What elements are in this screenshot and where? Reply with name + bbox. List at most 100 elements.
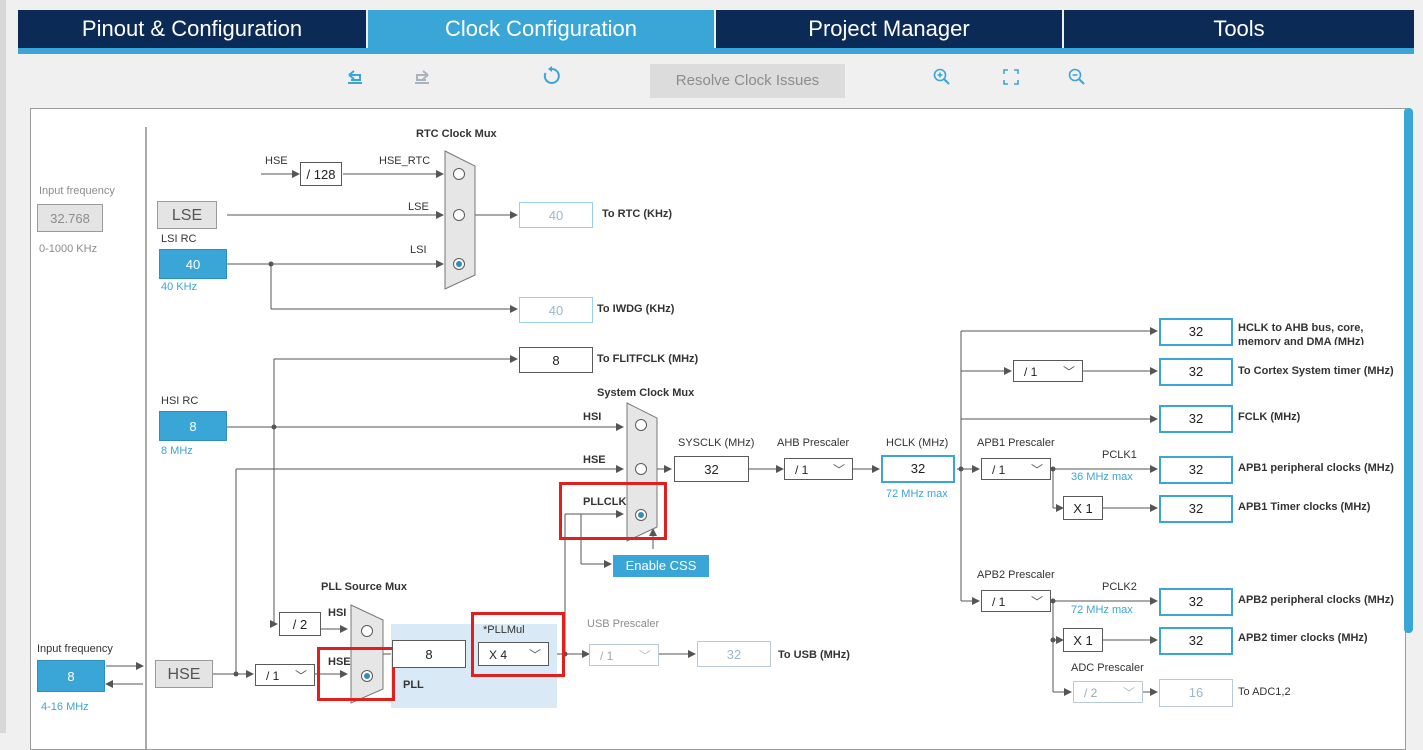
zoom-out-icon[interactable]	[1062, 64, 1092, 98]
lse-input-frequency-field[interactable]: 32.768	[37, 204, 103, 232]
rtc-hse-divider: / 128	[300, 162, 342, 186]
chevron-down-icon: ﹀	[1030, 595, 1043, 609]
rtc-output-label: To RTC (KHz)	[602, 208, 673, 220]
lse-oscillator: LSE	[157, 201, 217, 229]
cortex-timer-value[interactable]: 32	[1159, 358, 1233, 386]
lsi-rc-title: LSI RC	[161, 233, 197, 245]
rtc-mux-hse-label: HSE	[265, 155, 288, 167]
apb2-timer-multiplier: X 1	[1063, 628, 1103, 652]
pll-mul-select[interactable]: X 4﹀	[478, 642, 549, 666]
hsi-rc-value: 8	[159, 411, 227, 441]
hclk-label: HCLK (MHz)	[886, 437, 949, 449]
system-clock-mux-title: System Clock Mux	[597, 387, 695, 399]
rtc-mux-lse-radio[interactable]	[453, 209, 465, 221]
hse-input-range: 4-16 MHz	[41, 701, 89, 713]
apb2-timer-clock-label: APB2 timer clocks (MHz)	[1238, 632, 1368, 644]
rtc-mux-lse-label: LSE	[408, 201, 429, 213]
refresh-icon[interactable]	[537, 64, 567, 98]
pll-mux-hse-label: HSE	[328, 656, 351, 668]
pll-mux-hse-radio[interactable]	[361, 670, 373, 682]
tab-tools[interactable]: Tools	[1064, 10, 1414, 48]
cortex-timer-divider-value: / 1	[1024, 365, 1038, 379]
hse-input-frequency-field[interactable]: 8	[37, 660, 105, 692]
pclk1-label: PCLK1	[1102, 449, 1137, 461]
apb1-peripheral-clock-label: APB1 peripheral clocks (MHz)	[1238, 462, 1394, 474]
hsi-rc-unit: 8 MHz	[161, 445, 193, 457]
undo-icon[interactable]	[340, 64, 370, 98]
pll-hsi-divider: / 2	[279, 612, 321, 636]
apb2-prescaler-label: APB2 Prescaler	[977, 569, 1055, 581]
cortex-timer-divider-select[interactable]: / 1 ﹀	[1013, 360, 1083, 382]
usb-prescaler-select[interactable]: / 1﹀	[589, 644, 659, 666]
rtc-mux-hse-radio[interactable]	[453, 168, 465, 180]
usb-output-label: To USB (MHz)	[778, 649, 850, 661]
zoom-in-icon[interactable]	[927, 64, 957, 98]
pclk2-max: 72 MHz max	[1071, 604, 1133, 616]
pll-mul-label: *PLLMul	[483, 624, 525, 636]
resolve-clock-issues-button[interactable]: Resolve Clock Issues	[650, 64, 845, 98]
lsi-rc-value: 40	[159, 249, 227, 279]
sys-mux-hsi-radio[interactable]	[635, 419, 647, 431]
tab-project-manager[interactable]: Project Manager	[716, 10, 1062, 48]
apb1-timer-clock-value[interactable]: 32	[1159, 495, 1233, 523]
apb2-timer-clock-value[interactable]: 32	[1159, 627, 1233, 655]
hse-prediv-value: / 1	[266, 669, 280, 683]
pll-mux-hsi-label: HSI	[328, 607, 347, 619]
adc-prescaler-select[interactable]: / 2 ﹀	[1073, 681, 1143, 703]
pclk2-label: PCLK2	[1102, 581, 1137, 593]
apb1-prescaler-select[interactable]: / 1 ﹀	[981, 458, 1051, 480]
clock-tree-canvas: Input frequency 32.768 0-1000 KHz LSE LS…	[30, 108, 1406, 750]
ahb-prescaler-label: AHB Prescaler	[777, 437, 850, 449]
adc-output-label: To ADC1,2	[1238, 686, 1291, 698]
ahb-bus-clock-value[interactable]: 32	[1159, 318, 1233, 346]
pll-source-mux-title: PLL Source Mux	[321, 581, 407, 593]
tab-clock-configuration[interactable]: Clock Configuration	[368, 10, 714, 48]
sys-mux-hse-radio[interactable]	[635, 463, 647, 475]
fclk-label: FCLK (MHz)	[1238, 411, 1301, 423]
pll-mul-value: X 4	[489, 648, 508, 662]
redo-icon[interactable]	[407, 64, 437, 98]
sys-mux-pllclk-radio[interactable]	[635, 509, 647, 521]
highlight-sys-mux-pllclk	[559, 482, 667, 540]
apb1-prescaler-value: / 1	[992, 463, 1006, 477]
sys-mux-pllclk-label: PLLCLK	[583, 496, 627, 508]
apb2-peripheral-clock-value[interactable]: 32	[1159, 588, 1233, 616]
vertical-scrollbar[interactable]	[1404, 108, 1413, 633]
hclk-value-field[interactable]: 32	[881, 455, 955, 483]
cortex-timer-label: To Cortex System timer (MHz)	[1238, 365, 1394, 377]
chevron-down-icon: ﹀	[832, 463, 845, 477]
chevron-down-icon: ﹀	[1122, 686, 1135, 700]
adc-output-value: 16	[1159, 679, 1233, 707]
rtc-mux-lsi-radio[interactable]	[453, 258, 465, 270]
lsi-rc-unit: 40 KHz	[161, 281, 198, 293]
chevron-down-icon: ﹀	[1030, 463, 1043, 477]
apb2-prescaler-select[interactable]: / 1﹀	[981, 590, 1051, 612]
clock-tree-wires	[105, 127, 1158, 749]
hclk-max: 72 MHz max	[886, 488, 948, 500]
pll-input-value: 8	[392, 640, 466, 668]
adc-prescaler-value: / 2	[1084, 686, 1098, 700]
flitfclk-output-value: 8	[519, 347, 593, 373]
highlight-pll-mux-hse	[317, 647, 395, 701]
pll-mux-hsi-radio[interactable]	[361, 625, 373, 637]
iwdg-output-label: To IWDG (KHz)	[597, 303, 675, 315]
apb1-timer-multiplier: X 1	[1063, 496, 1103, 520]
hse-input-frequency-label: Input frequency	[37, 643, 113, 655]
fclk-value[interactable]: 32	[1159, 405, 1233, 433]
chevron-down-icon: ﹀	[1062, 365, 1075, 379]
adc-prescaler-label: ADC Prescaler	[1071, 662, 1144, 674]
enable-css-button[interactable]: Enable CSS	[613, 555, 709, 577]
rtc-mux-lsi-label: LSI	[410, 244, 427, 256]
ahb-prescaler-value: / 1	[795, 463, 809, 477]
hse-prediv-select[interactable]: / 1 ﹀	[255, 664, 315, 686]
apb1-peripheral-clock-value[interactable]: 32	[1159, 456, 1233, 484]
sys-mux-hsi-label: HSI	[583, 411, 602, 423]
chevron-down-icon: ﹀	[294, 669, 307, 683]
tab-pinout-configuration[interactable]: Pinout & Configuration	[18, 10, 366, 48]
fit-screen-icon[interactable]	[996, 64, 1026, 98]
ahb-prescaler-select[interactable]: / 1 ﹀	[784, 458, 853, 480]
sysclk-value: 32	[674, 456, 749, 482]
hse-oscillator: HSE	[155, 660, 213, 688]
rtc-mux-hse-rtc-label: HSE_RTC	[379, 155, 431, 167]
pclk1-max: 36 MHz max	[1071, 471, 1133, 483]
